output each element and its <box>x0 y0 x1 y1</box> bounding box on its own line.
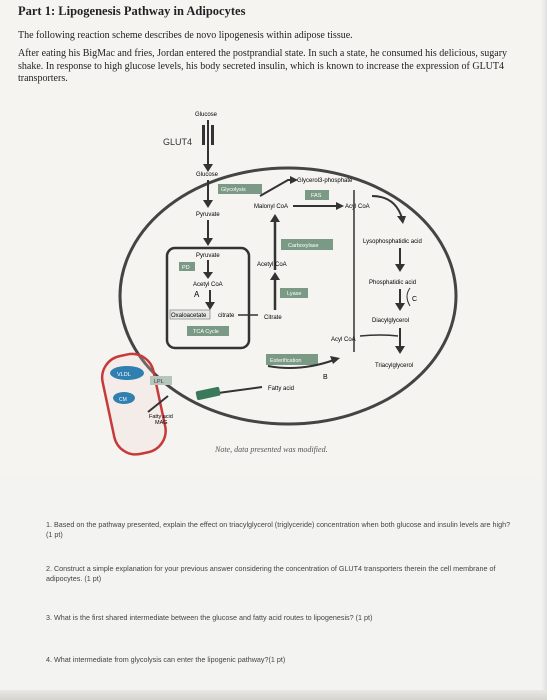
acetyl-coa-mito-label: Acetyl CoA <box>193 282 223 288</box>
pyruvate-to-mito-arrowhead <box>203 238 213 246</box>
fatty-acid-mag-label-2: MAG <box>155 420 168 426</box>
esterification-enzyme-box <box>266 354 318 365</box>
citrate-mito-arrowhead <box>205 302 215 310</box>
glycolysis-arrowhead <box>203 200 213 208</box>
label-b: B <box>323 374 328 381</box>
label-a: A <box>194 290 200 299</box>
vldl-particle <box>110 366 144 380</box>
question-2: 2. Construct a simple explanation for yo… <box>46 564 496 583</box>
cell-membrane <box>118 166 458 426</box>
fatty-acid-label: Fatty acid <box>268 386 294 392</box>
question-section <box>0 478 547 700</box>
carboxylase-enzyme-box <box>281 239 333 250</box>
lyase-label: Lyase <box>287 291 301 297</box>
esterification-label: Esterification <box>270 358 302 364</box>
glucose-top-label: Glucose <box>195 112 218 118</box>
glycolysis-label: Glycolysis <box>221 187 246 193</box>
glut4-transporter-right <box>211 125 214 145</box>
lpl-label: LPL <box>154 379 164 385</box>
glycerol3p-label: Glycerol3-phosphate <box>297 178 353 184</box>
dag-arrowhead <box>395 303 405 311</box>
lyase-enzyme-box <box>280 288 308 298</box>
cm-particle <box>113 392 135 404</box>
glycolysis-box <box>218 184 262 194</box>
page-title: Part 1: Lipogenesis Pathway in Adipocyte… <box>18 4 246 18</box>
citrate-mito-label: citrate <box>218 313 235 319</box>
pd-label: PD <box>182 265 190 271</box>
acylcoa-to-tag-arrow <box>359 334 399 337</box>
label-c: C <box>412 296 417 303</box>
blood-vessel <box>100 352 167 456</box>
question-3: 3. What is the first shared intermediate… <box>46 613 373 622</box>
lipogenesis-diagram: Glucose GLUT4 Glucose Glycolysis Pyruvat… <box>100 112 458 456</box>
malonyl-arrowhead <box>336 202 344 210</box>
glut4-label: GLUT4 <box>163 137 192 147</box>
pyruvate-label: Pyruvate <box>196 212 220 218</box>
oxaloacetate-box <box>169 309 211 320</box>
lysophosphatidic-label: Lysophosphatidic acid <box>363 239 422 245</box>
scenario-paragraph: After eating his BigMac and fries, Jorda… <box>18 48 508 84</box>
diacylglycerol-label: Diacylglycerol <box>372 318 409 324</box>
phosphatidic-label: Phosphatidic acid <box>369 280 416 286</box>
acetylcoa-up-arrowhead <box>270 272 280 280</box>
esterification-arrowhead <box>330 356 340 364</box>
mitochondrion <box>165 246 251 350</box>
diagram-note: Note, data presented was modified. <box>215 445 328 454</box>
citrate-cyto-label: Citrate <box>264 315 282 321</box>
fatty-acid-transporter <box>195 386 221 401</box>
carboxylase-label: Carboxylase <box>288 243 319 249</box>
tca-cycle-label: TCA Cycle <box>193 329 219 335</box>
intro-text: The following reaction scheme describes … <box>18 30 353 41</box>
cm-label: CM <box>119 397 127 403</box>
glucose-import-arrowhead <box>203 164 213 172</box>
vldl-label: VLDL <box>117 372 131 378</box>
top-section <box>0 0 547 478</box>
malonyl-coa-label: Malonyl CoA <box>254 204 288 210</box>
phosphatidic-arrowhead <box>395 264 405 272</box>
oxaloacetate-label: Oxaloacetate <box>171 313 207 319</box>
fattyacid-to-acylcoa-arrow <box>267 359 335 369</box>
pd-enzyme-box <box>179 262 195 271</box>
fas-label: FAS <box>311 193 322 199</box>
bottom-page-edge <box>0 690 547 700</box>
tca-cycle-box <box>187 326 229 336</box>
lpl-box <box>150 376 172 385</box>
glycolysis-to-glycerol3p-arrow <box>259 179 294 197</box>
acylcoa-to-lyso-arrow <box>371 195 403 219</box>
page-edge-shadow <box>541 0 547 700</box>
triacylglycerol-label: Triacylglycerol <box>375 363 413 369</box>
fatty-acid-mag-label-1: Fatty acid <box>149 414 173 420</box>
fas-enzyme-box <box>305 190 329 200</box>
label-c-bracket <box>406 287 411 307</box>
tag-arrowhead <box>395 346 405 354</box>
pyruvate-mito-label: Pyruvate <box>196 253 220 259</box>
malonyl-up-arrowhead <box>270 214 280 222</box>
glycerol3p-arrowhead <box>290 176 298 184</box>
question-4: 4. What intermediate from glycolysis can… <box>46 655 286 664</box>
acetyl-coa-cyto-label: Acetyl CoA <box>257 262 287 268</box>
glucose-inner-label: Glucose <box>196 172 219 178</box>
question-1: 1. Based on the pathway presented, expla… <box>46 520 511 539</box>
acyl-coa-mid-label: Acyl CoA <box>331 337 356 343</box>
acyl-coa-top-label: Acyl CoA <box>345 204 370 210</box>
glut4-transporter-left <box>202 125 205 145</box>
lyso-arrowhead <box>397 216 406 224</box>
fatty-acid-transport-line <box>217 386 263 394</box>
lipolysis-arrow <box>147 395 169 413</box>
acetylcoa-mito-arrowhead <box>203 272 213 279</box>
